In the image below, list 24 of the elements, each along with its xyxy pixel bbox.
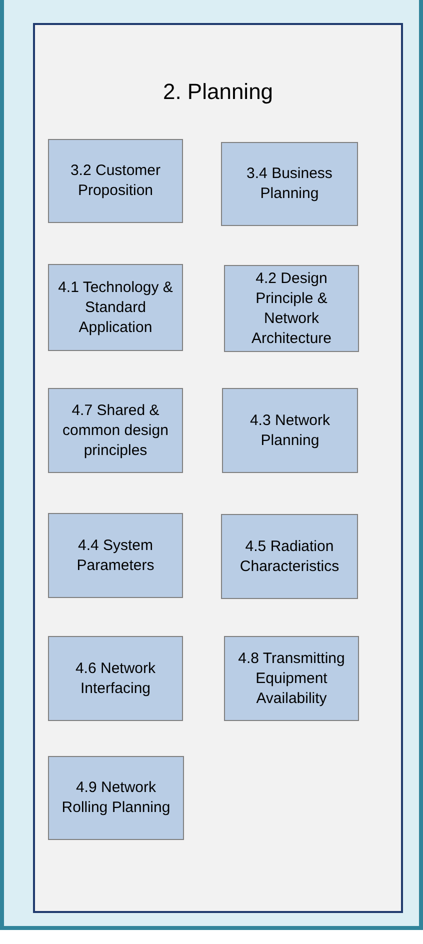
process-box bbox=[221, 514, 358, 599]
panel-title: 2. Planning bbox=[162, 78, 274, 106]
process-box bbox=[48, 756, 184, 840]
process-box bbox=[48, 636, 183, 721]
box-label: 3.4 Business Planning bbox=[246, 164, 334, 204]
box-label: 4.8 Transmitting Equipment Availability bbox=[237, 648, 346, 708]
process-box bbox=[48, 264, 183, 351]
process-box bbox=[224, 636, 359, 721]
box-label: 4.4 System Parameters bbox=[76, 536, 156, 576]
box-label: 4.9 Network Rolling Planning bbox=[60, 778, 172, 818]
planning-panel bbox=[33, 23, 403, 913]
box-label: 3.2 Customer Proposition bbox=[69, 161, 162, 201]
process-box bbox=[48, 388, 183, 473]
box-label: 4.1 Technology & Standard Application bbox=[57, 278, 174, 338]
box-label: 4.5 Radiation Characteristics bbox=[238, 536, 340, 576]
process-box bbox=[48, 513, 183, 598]
process-box bbox=[222, 388, 358, 473]
box-label: 4.6 Network Interfacing bbox=[74, 658, 157, 698]
process-box bbox=[224, 265, 359, 352]
process-box bbox=[48, 139, 183, 223]
box-label: 4.2 Design Principle & Network Architecture bbox=[250, 268, 333, 348]
box-label: 4.3 Network Planning bbox=[248, 410, 332, 450]
process-box bbox=[221, 142, 358, 226]
box-label: 4.7 Shared & common design principles bbox=[62, 400, 170, 460]
